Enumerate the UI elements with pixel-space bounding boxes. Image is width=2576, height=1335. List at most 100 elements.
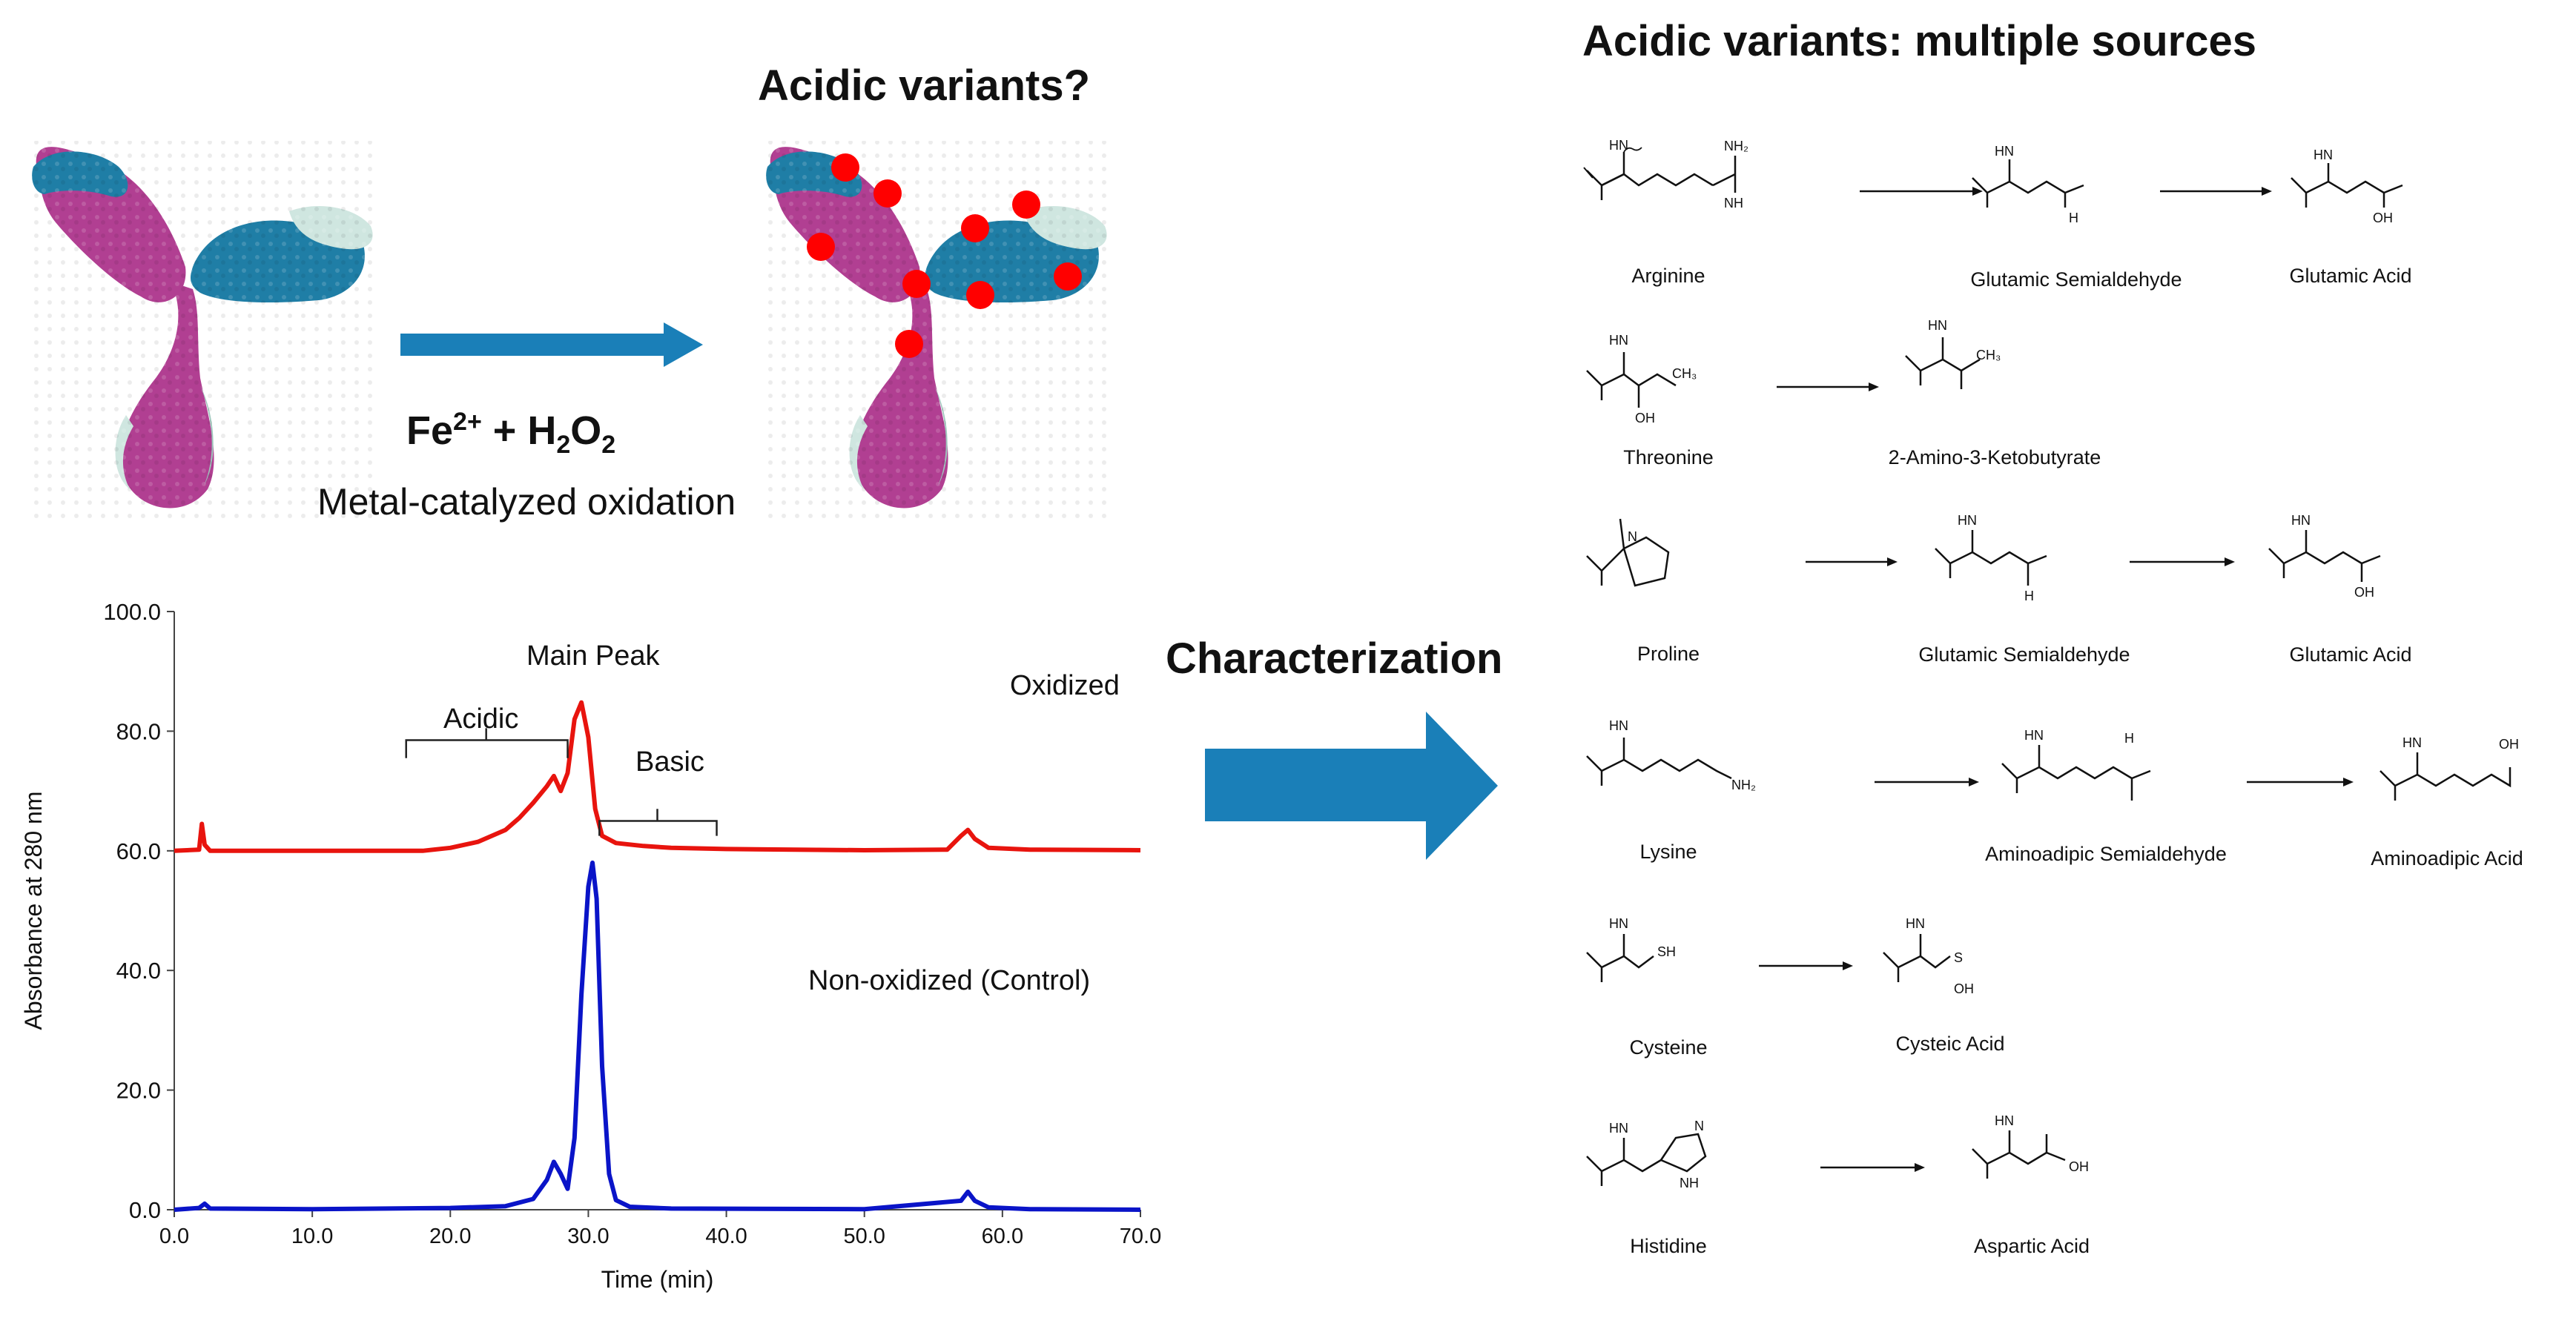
glutamic-acid-structure-2: HN OH: [2268, 513, 2381, 600]
atom-label: NH₂: [1731, 778, 1756, 792]
atom-label: HN: [2291, 513, 2311, 528]
ketobutyrate-structure: HN CH₃: [1905, 318, 2001, 389]
oxidation-mark: [966, 281, 994, 309]
acidic-annotation: Acidic: [443, 703, 518, 735]
atom-label: S: [1954, 950, 1963, 965]
atom-label: N: [1628, 529, 1637, 544]
x-tick-label: 60.0: [982, 1225, 1023, 1248]
y-tick-label: 0.0: [129, 1197, 161, 1223]
chromatogram-chart: 0.0 20.0 40.0 60.0 80.0 100.0 0.0 10.0 20.0 30.0 4…: [20, 599, 1161, 1293]
atom-label: HN: [2402, 735, 2422, 750]
characterization-label: Characterization: [1166, 635, 1503, 683]
atom-label: OH: [1954, 981, 1974, 996]
atom-label: HN: [2314, 148, 2333, 162]
acidic-variants-question-title: Acidic variants?: [758, 62, 1091, 110]
compound-label: Threonine: [1623, 446, 1714, 468]
atom-label: HN: [1995, 144, 2014, 159]
atom-label: NH: [1724, 196, 1743, 211]
x-tick-label: 50.0: [843, 1225, 885, 1248]
multiple-sources-title: Acidic variants: multiple sources: [1582, 17, 2256, 65]
atom-label: HN: [1609, 916, 1628, 931]
series-label-oxidized: Oxidized: [1010, 670, 1120, 701]
atom-label: HN: [1906, 916, 1925, 931]
atom-label: HN: [2024, 728, 2044, 743]
antibody-oxidized-illustration: [764, 141, 1112, 519]
compound-label: Arginine: [1631, 265, 1705, 287]
y-tick-label: 60.0: [116, 838, 161, 864]
oxidation-marks: [807, 153, 1082, 358]
atom-label: HN: [1928, 318, 1947, 333]
oxidation-mark: [1012, 191, 1040, 219]
acidic-bracket: [405, 728, 569, 758]
oxidation-mark: [895, 330, 923, 358]
compound-label: Lysine: [1639, 841, 1697, 863]
atom-label: OH: [1635, 411, 1655, 425]
histidine-structure: HN N NH: [1586, 1119, 1707, 1190]
x-tick-label: 10.0: [291, 1225, 333, 1248]
series-line-control: [174, 860, 1141, 1212]
x-tick-label: 70.0: [1120, 1225, 1161, 1248]
glutamic-semialdehyde-structure: HN H: [1972, 144, 2084, 225]
oxidation-arrow: [400, 322, 703, 367]
atom-label: OH: [2354, 585, 2374, 600]
aminoadipic-semialdehyde-structure: HN H: [2001, 728, 2151, 801]
y-tick-label: 80.0: [116, 718, 161, 744]
atom-label: NH₂: [1724, 139, 1748, 153]
oxidation-mark: [902, 270, 931, 298]
x-tick-label: 30.0: [567, 1225, 609, 1248]
compound-label: Glutamic Acid: [2289, 265, 2412, 287]
series-label-control: Non-oxidized (Control): [808, 965, 1090, 996]
reagents-formula: Fe2+ + H2O2: [406, 408, 616, 459]
atom-label: HN: [1958, 513, 1977, 528]
y-tick-label: 100.0: [103, 599, 161, 625]
x-tick-label: 40.0: [705, 1225, 747, 1248]
compound-label: Glutamic Semialdehyde: [1918, 643, 2130, 666]
cysteine-structure: HN SH: [1586, 916, 1676, 982]
proline-structure: N: [1586, 518, 1670, 587]
x-tick-label: 20.0: [429, 1225, 471, 1248]
atom-label: SH: [1657, 944, 1676, 959]
oxidation-pathways-diagram: HN NH₂ NH HN H HN OH HN CH₃ OH HN CH₃ N: [1583, 138, 2519, 1190]
compound-label: Aminoadipic Acid: [2371, 847, 2523, 869]
arginine-structure: HN NH₂ NH: [1583, 138, 1748, 211]
atom-label: HN: [1995, 1113, 2014, 1128]
cysteic-acid-structure: HN S OH: [1883, 916, 1974, 996]
atom-label: CH₃: [1976, 348, 2001, 362]
atom-label: H: [2069, 211, 2078, 225]
oxidation-caption: Metal-catalyzed oxidation: [317, 481, 736, 523]
atom-label: OH: [2499, 737, 2519, 752]
atom-label: OH: [2069, 1159, 2089, 1174]
main-peak-annotation: Main Peak: [526, 640, 661, 672]
x-tick-label: 0.0: [159, 1225, 189, 1248]
atom-label: HN: [1609, 718, 1628, 733]
atom-label: HN: [1609, 1121, 1628, 1136]
oxidation-mark: [961, 214, 989, 242]
characterization-arrow: [1205, 712, 1498, 860]
basic-annotation: Basic: [635, 746, 704, 778]
glutamic-acid-structure: HN OH: [2291, 148, 2403, 225]
series-line-oxidized: [174, 700, 1141, 853]
oxidation-mark: [831, 153, 859, 182]
atom-label: HN: [1609, 138, 1628, 153]
compound-label: Proline: [1637, 643, 1700, 665]
compound-label: Aminoadipic Semialdehyde: [1985, 843, 2227, 865]
compound-label: Glutamic Acid: [2289, 643, 2412, 666]
aminoadipic-acid-structure: HN OH: [2380, 735, 2519, 801]
oxidation-mark: [1054, 262, 1082, 291]
compound-label: Cysteic Acid: [1895, 1033, 2005, 1055]
atom-label: H: [2024, 589, 2034, 603]
lysine-structure: HN NH₂: [1586, 718, 1756, 792]
atom-label: NH: [1680, 1176, 1699, 1190]
atom-label: N: [1694, 1119, 1704, 1133]
compound-label: Aspartic Acid: [1973, 1235, 2090, 1257]
compound-label: 2-Amino-3-Ketobutyrate: [1888, 446, 2101, 468]
atom-label: CH₃: [1672, 366, 1697, 381]
compound-label: Histidine: [1630, 1235, 1707, 1257]
compound-label: Glutamic Semialdehyde: [1970, 268, 2182, 291]
basic-bracket: [598, 809, 718, 836]
y-tick-label: 20.0: [116, 1078, 161, 1104]
atom-label: H: [2124, 731, 2134, 746]
threonine-structure: HN CH₃ OH: [1586, 333, 1697, 425]
atom-label: HN: [1609, 333, 1628, 348]
y-tick-label: 40.0: [116, 958, 161, 984]
